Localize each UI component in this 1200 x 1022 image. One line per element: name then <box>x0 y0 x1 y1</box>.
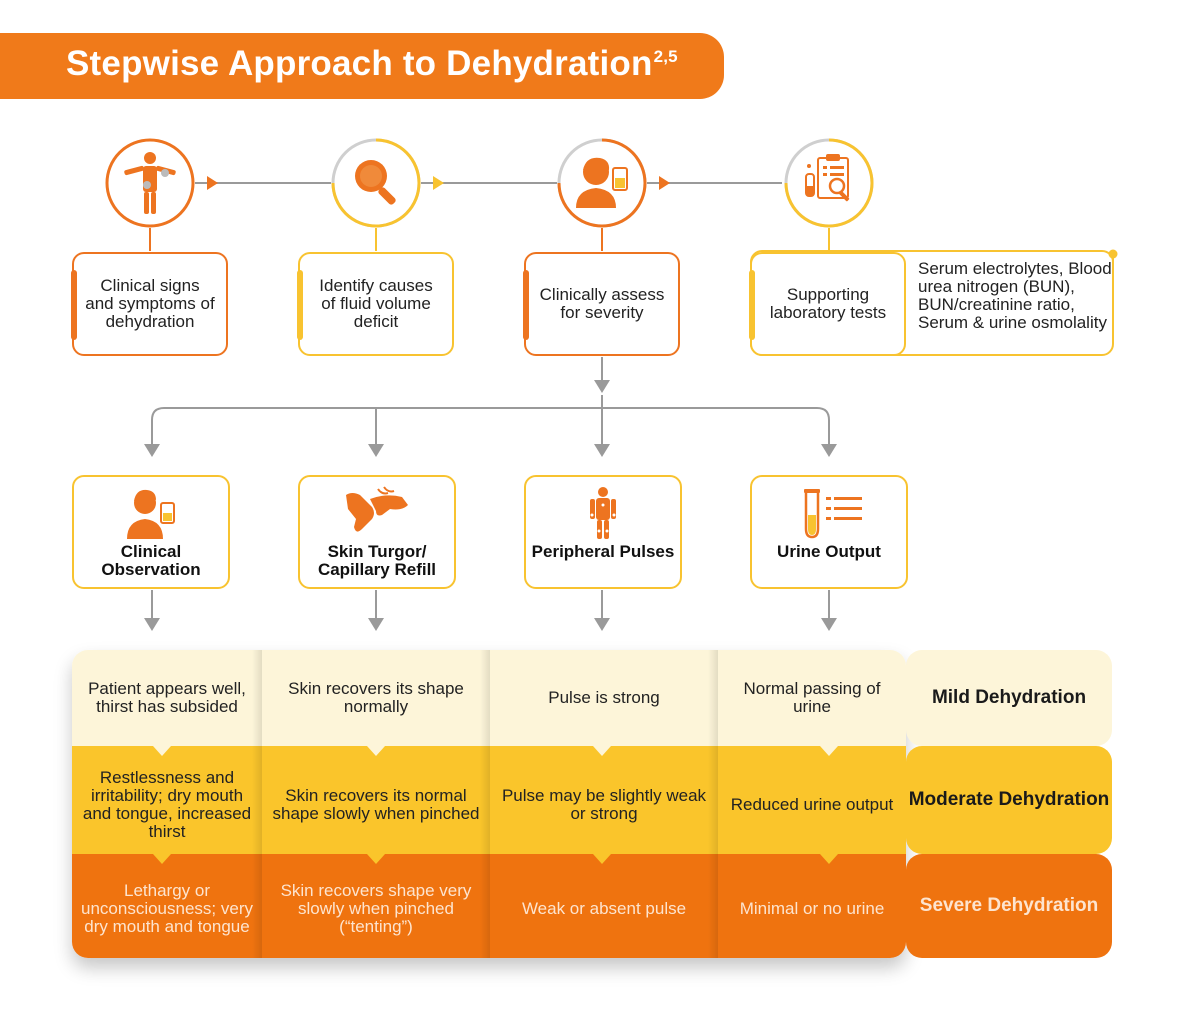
mild-dehydration-label: Mild Dehydration <box>906 650 1112 746</box>
severe-urine-output: Minimal or no urine <box>739 899 885 918</box>
step-label: Identify causes of fluid volume deficit <box>319 276 433 331</box>
assessment-label: Peripheral Pulses <box>531 542 675 561</box>
patient-drinking-icon <box>576 157 628 208</box>
column-divider <box>480 650 490 958</box>
step-box-clinical-signs: Clinical signs and symptoms of dehydrati… <box>71 252 228 356</box>
step-label: Clinically assess for severity <box>539 285 665 322</box>
severe-skin-turgor: Skin recovers shape very slowly when pin… <box>280 881 472 936</box>
moderate-band <box>72 746 906 854</box>
severe-dehydration-label: Severe Dehydration <box>906 854 1112 958</box>
step-accent-tab <box>297 270 303 340</box>
mild-band <box>72 650 906 746</box>
assessment-label: Clinical Observation <box>101 542 201 579</box>
page-title: Stepwise Approach to Dehydration2,5 <box>66 44 678 84</box>
band-pointer <box>367 746 385 756</box>
band-pointer <box>593 746 611 756</box>
step-circle-2 <box>331 138 421 228</box>
mild-skin-turgor: Skin recovers its shape normally <box>288 679 464 716</box>
step-circle-1 <box>105 138 195 228</box>
moderate-urine-output: Reduced urine output <box>730 795 894 814</box>
step-box-assess-severity: Clinically assess for severity <box>523 252 680 356</box>
step-accent-tab <box>71 270 77 340</box>
band-pointer <box>820 854 838 864</box>
human-body-pulse-icon <box>590 487 616 539</box>
lab-report-icon <box>805 154 850 202</box>
band-pointer <box>153 854 171 864</box>
band-pointer <box>593 854 611 864</box>
step-accent-tab <box>749 270 755 340</box>
step-box-lab-tests: Supporting laboratory tests <box>749 252 906 356</box>
severe-band <box>72 854 906 958</box>
title-citation: 2,5 <box>653 47 678 67</box>
title-banner <box>0 33 724 99</box>
mild-peripheral-pulses: Pulse is strong <box>548 688 660 707</box>
assessment-urine-output: Urine Output <box>750 475 908 589</box>
assessment-clinical-observation: Clinical Observation <box>72 475 230 589</box>
mild-urine-output: Normal passing of urine <box>743 679 881 716</box>
step-circle-3 <box>557 138 647 228</box>
moderate-skin-turgor: Skin recovers its normal shape slowly wh… <box>272 786 480 823</box>
mild-clinical-observation: Patient appears well, thirst has subside… <box>88 679 246 716</box>
severe-peripheral-pulses: Weak or absent pulse <box>521 899 687 918</box>
step-accent-tab <box>523 270 529 340</box>
step-box-identify-causes: Identify causes of fluid volume deficit <box>297 252 454 356</box>
test-tube-checklist-icon <box>804 489 862 539</box>
severe-clinical-observation: Lethargy or unconsciousness; very dry mo… <box>81 881 253 936</box>
column-divider <box>708 650 718 958</box>
moderate-clinical-observation: Restlessness and irritability; dry mouth… <box>82 768 252 841</box>
assessment-skin-turgor: Skin Turgor/ Capillary Refill <box>298 475 456 589</box>
assessment-peripheral-pulses: Peripheral Pulses <box>524 475 682 589</box>
band-pointer <box>153 746 171 756</box>
step-circle-4 <box>784 138 874 228</box>
lab-tests-detail: Serum electrolytes, Blood urea nitrogen … <box>918 259 1112 332</box>
column-divider <box>252 650 262 958</box>
severity-table: Patient appears well, thirst has subside… <box>72 650 906 958</box>
patient-with-glass-icon <box>127 489 175 539</box>
assessment-label: Skin Turgor/ Capillary Refill <box>317 542 437 579</box>
page-title-text: Stepwise Approach to Dehydration <box>66 44 653 83</box>
band-pointer <box>367 854 385 864</box>
assessment-label: Urine Output <box>777 542 881 561</box>
step-label: Clinical signs and symptoms of dehydrati… <box>85 276 215 331</box>
magnifier-icon <box>355 160 396 205</box>
band-pointer <box>820 746 838 756</box>
moderate-peripheral-pulses: Pulse may be slightly weak or strong <box>501 786 707 823</box>
step-label: Supporting laboratory tests <box>769 285 887 322</box>
moderate-dehydration-label: Moderate Dehydration <box>906 746 1112 854</box>
person-examination-icon <box>124 152 176 214</box>
pinched-skin-hand-icon <box>346 486 408 532</box>
